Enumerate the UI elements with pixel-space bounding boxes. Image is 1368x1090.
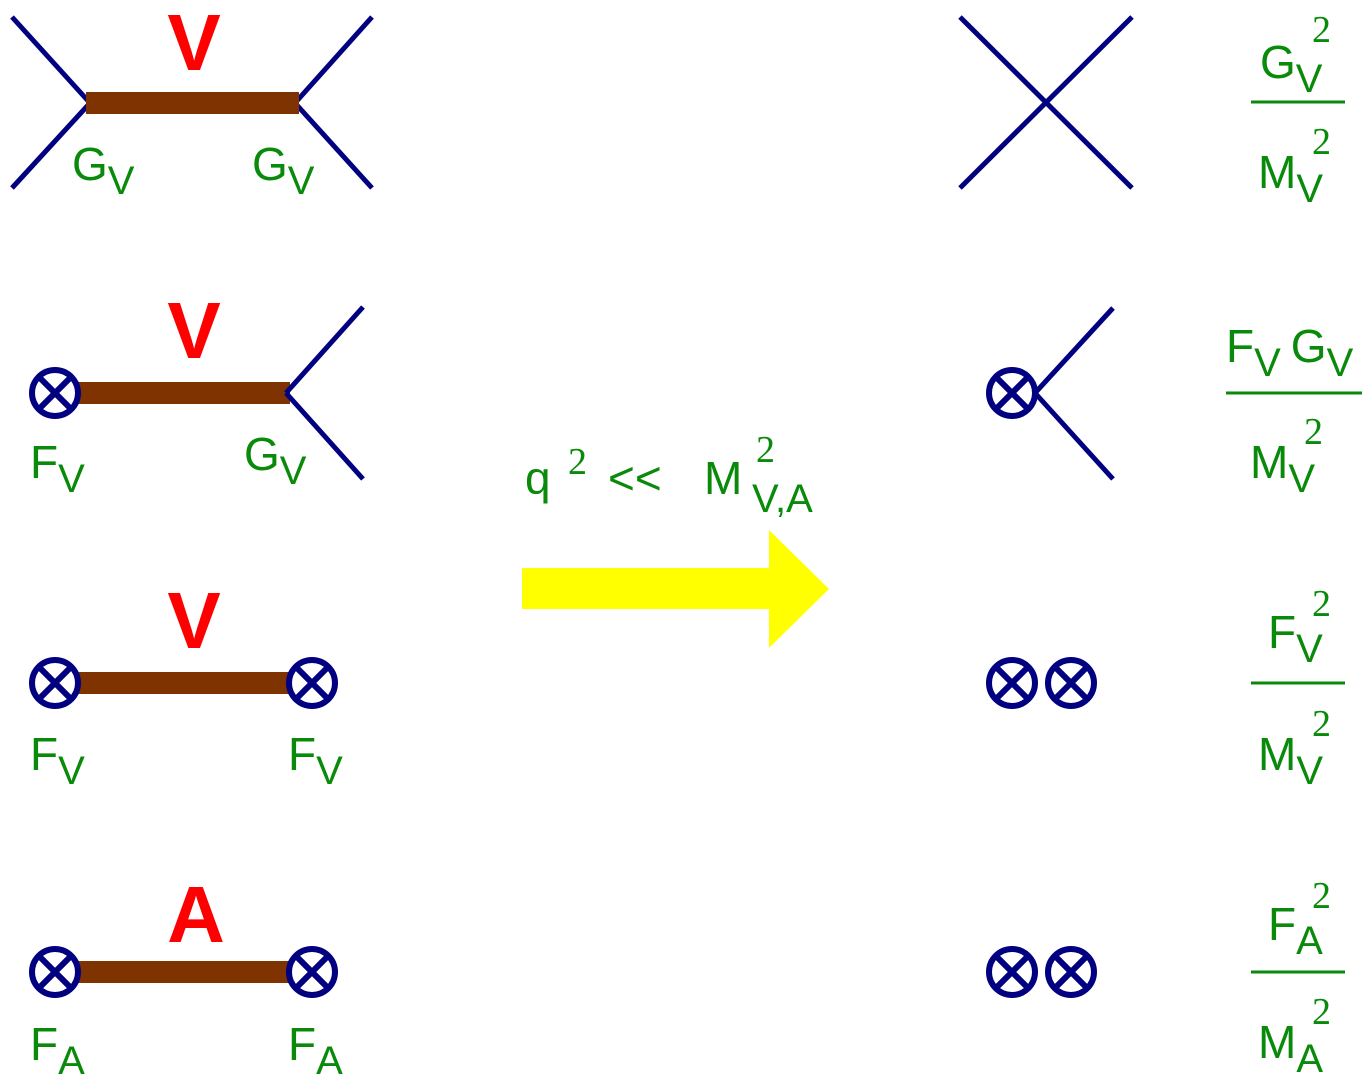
right-coupling: FV — [288, 728, 343, 793]
left-coupling: FA — [30, 1018, 85, 1083]
current-insertion-icon — [989, 949, 1035, 995]
fraction-1: GV 2 MV 2 — [1251, 9, 1345, 211]
limit-q: q — [525, 452, 551, 504]
right-coupling: FA — [288, 1018, 343, 1083]
limit-q-exp: 2 — [568, 441, 587, 483]
mediator-label: V — [167, 0, 220, 87]
svg-text:MV: MV — [1258, 728, 1323, 793]
mediator-label: V — [167, 286, 220, 375]
mediator-label: A — [167, 870, 225, 959]
current-insertion-icon — [989, 370, 1035, 416]
svg-text:2: 2 — [1312, 703, 1331, 745]
left-coupling: FV — [30, 436, 85, 501]
current-insertion-icon — [989, 660, 1035, 706]
effective-vertex-4 — [989, 949, 1094, 995]
effective-vertex-3 — [989, 660, 1094, 706]
external-line — [284, 305, 365, 395]
left-coupling: FV — [30, 728, 85, 793]
current-insertion-icon — [32, 660, 78, 706]
external-line — [293, 101, 374, 190]
left-coupling: GV — [72, 138, 135, 203]
right-arrow-icon — [522, 530, 829, 648]
svg-text:2: 2 — [1312, 875, 1331, 917]
limit-M-sub: V,A — [752, 477, 813, 521]
svg-text:2: 2 — [1312, 121, 1331, 163]
diagram-row-1: V GV GV — [10, 0, 374, 203]
svg-text:MV: MV — [1250, 436, 1315, 501]
current-insertion-icon — [289, 660, 335, 706]
effective-vertex-1 — [958, 15, 1134, 190]
effective-vertex-2 — [989, 306, 1115, 481]
svg-text:GV: GV — [1260, 36, 1323, 101]
external-line — [293, 15, 374, 105]
limit-M: M — [704, 452, 742, 504]
mediator-label: V — [167, 576, 220, 665]
current-insertion-icon — [32, 949, 78, 995]
svg-text:2: 2 — [1312, 583, 1331, 625]
diagram-row-3: V FV FV — [30, 576, 343, 793]
svg-text:2: 2 — [1312, 9, 1331, 51]
external-line — [10, 101, 92, 190]
limit-op: << — [608, 452, 662, 504]
limit-condition: q 2 << M 2 V,A — [525, 429, 813, 521]
current-insertion-icon — [1048, 660, 1094, 706]
external-line — [10, 15, 92, 105]
diagram-row-4: A FA FA — [30, 870, 343, 1083]
svg-text:MA: MA — [1258, 1016, 1323, 1081]
diagram-row-2: V FV GV — [30, 286, 365, 501]
right-coupling: GV — [244, 428, 307, 493]
limit-M-exp: 2 — [756, 429, 775, 471]
external-line — [284, 391, 365, 481]
svg-text:2: 2 — [1304, 411, 1323, 453]
fraction-4: FA 2 MA 2 — [1251, 875, 1345, 1081]
right-coupling: GV — [252, 138, 315, 203]
svg-text:2: 2 — [1312, 991, 1331, 1033]
svg-text:FV: FV — [1268, 606, 1323, 671]
current-insertion-icon — [32, 370, 78, 416]
current-insertion-icon — [289, 949, 335, 995]
svg-text:MV: MV — [1258, 146, 1323, 211]
current-insertion-icon — [1048, 949, 1094, 995]
svg-text:FA: FA — [1268, 898, 1323, 963]
fraction-3: FV 2 MV 2 — [1251, 583, 1345, 793]
